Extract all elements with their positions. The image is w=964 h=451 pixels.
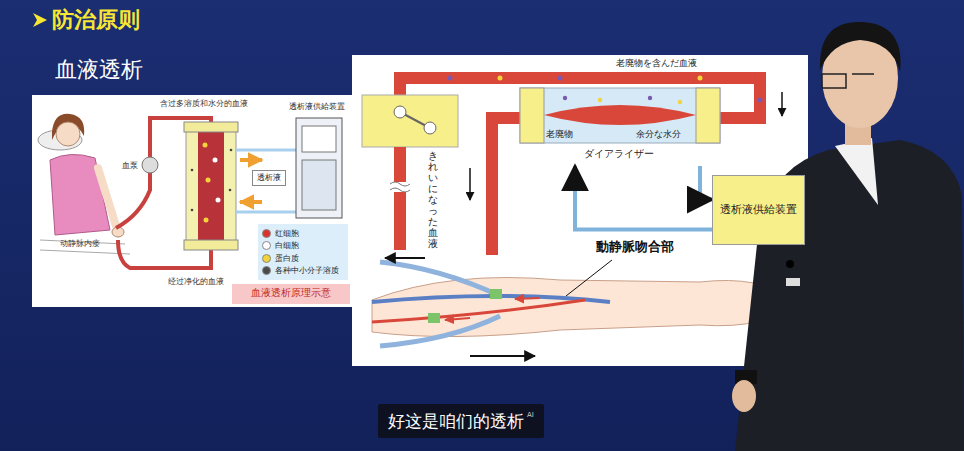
- leader-line: [566, 260, 612, 296]
- machine: 透析液供給装置: [284, 102, 350, 112]
- dialysate-pipe: [700, 166, 712, 200]
- dialysate-pipe: [236, 150, 296, 212]
- blood-tube: [492, 118, 520, 255]
- dialysate-machine: [296, 118, 342, 218]
- flow-label: 老廃物を含んだ血液: [616, 57, 697, 70]
- pump-box: [362, 95, 458, 147]
- hand: [732, 380, 756, 412]
- flow-label: きれいになった血液: [428, 150, 438, 249]
- legend-text: 白细胞: [275, 240, 299, 251]
- valve: [424, 122, 436, 134]
- legend-swatch: [262, 266, 271, 275]
- shirt: [835, 138, 878, 205]
- flow-label: 含过多溶质和水分的血液: [160, 98, 248, 109]
- forearm: [372, 278, 795, 337]
- arm: [98, 168, 116, 226]
- legend-row: 各种中小分子溶质: [262, 265, 339, 278]
- node-subtext: AI: [527, 411, 534, 419]
- clamp: [490, 289, 502, 299]
- legend-row: 白细胞: [262, 240, 339, 253]
- legend-text: 各种中小分子溶质: [275, 265, 339, 276]
- artery: [372, 300, 585, 322]
- supply-box: 透析液供給装置: [712, 175, 805, 245]
- legend-row: 红细胞: [262, 227, 339, 240]
- node-text: 透析液: [257, 173, 281, 183]
- flow-arrow: [385, 257, 425, 259]
- flow-arrow: [469, 168, 471, 200]
- flow-arrow: [470, 355, 535, 357]
- dialysate-pipe: [575, 166, 712, 230]
- badge: [786, 278, 800, 286]
- glasses: [822, 74, 874, 88]
- blood-channel: [198, 130, 224, 242]
- break-mark: [390, 182, 410, 192]
- clamp: [428, 313, 440, 323]
- blood-flow: [544, 105, 696, 125]
- particles: [191, 143, 233, 223]
- bullet-arrow: [33, 13, 47, 27]
- dialysate-box: 透析液: [252, 170, 286, 186]
- needle-tube: [380, 262, 500, 296]
- part-label: 血泵: [122, 160, 138, 171]
- right-diagram: [352, 55, 808, 366]
- cap: [696, 88, 720, 143]
- machine-part: [302, 126, 336, 152]
- caption-band: 血液透析原理示意: [232, 284, 350, 304]
- cap: [184, 240, 238, 250]
- node-text: 血液透析原理示意: [232, 287, 350, 299]
- part-label: 动静脉内瘘: [60, 238, 100, 249]
- node-text: 透析液供給装置: [720, 203, 797, 216]
- node-text: 老廃物: [546, 129, 573, 140]
- left-diagram: [32, 95, 352, 307]
- slide-title: 防治原则: [52, 5, 140, 35]
- node-text: 透析液供給装置: [284, 102, 350, 112]
- node-text: 好这是咱们的透析: [388, 411, 524, 431]
- legend-text: 蛋白质: [275, 253, 299, 264]
- hair: [820, 22, 901, 72]
- subtitle-box: 好这是咱们的透析AI: [378, 404, 544, 438]
- panel: [352, 55, 808, 366]
- legend-text: 红细胞: [275, 228, 299, 239]
- legend: 红细胞白细胞蛋白质各种中小分子溶质: [262, 227, 339, 277]
- cap: [184, 122, 238, 132]
- cap: [520, 88, 544, 143]
- section-heading: 血液透析: [55, 55, 143, 85]
- dialyzer-column: [186, 130, 236, 242]
- blood-tube: [394, 147, 406, 250]
- flow-label: 经过净化的血液: [168, 276, 224, 287]
- part-label: 動静脈吻合部: [596, 238, 674, 256]
- flow-arrow: [445, 318, 470, 320]
- panel: [32, 95, 352, 307]
- particles: [563, 96, 682, 104]
- microphone: [786, 260, 794, 268]
- node-subtext: ダイアライザー: [584, 148, 654, 160]
- flow-arrow: [240, 158, 262, 162]
- valve: [394, 106, 406, 118]
- flow-arrow: [515, 298, 540, 299]
- node-subtext: 余分な水分: [636, 129, 681, 140]
- legend-row: 蛋白质: [262, 252, 339, 265]
- blood-pump: [142, 157, 158, 173]
- dialyzer: [520, 88, 720, 143]
- legend-swatch: [262, 254, 271, 263]
- legend-box: [258, 224, 348, 280]
- machine-part: [302, 160, 336, 210]
- dialyzer: 老廃物 余分な水分ダイアライザー: [520, 88, 720, 166]
- head: [56, 122, 80, 146]
- legend-swatch: [262, 229, 271, 238]
- legend-swatch: [262, 241, 271, 250]
- flow-arrow: [240, 200, 262, 204]
- flow-arrow: [781, 92, 783, 116]
